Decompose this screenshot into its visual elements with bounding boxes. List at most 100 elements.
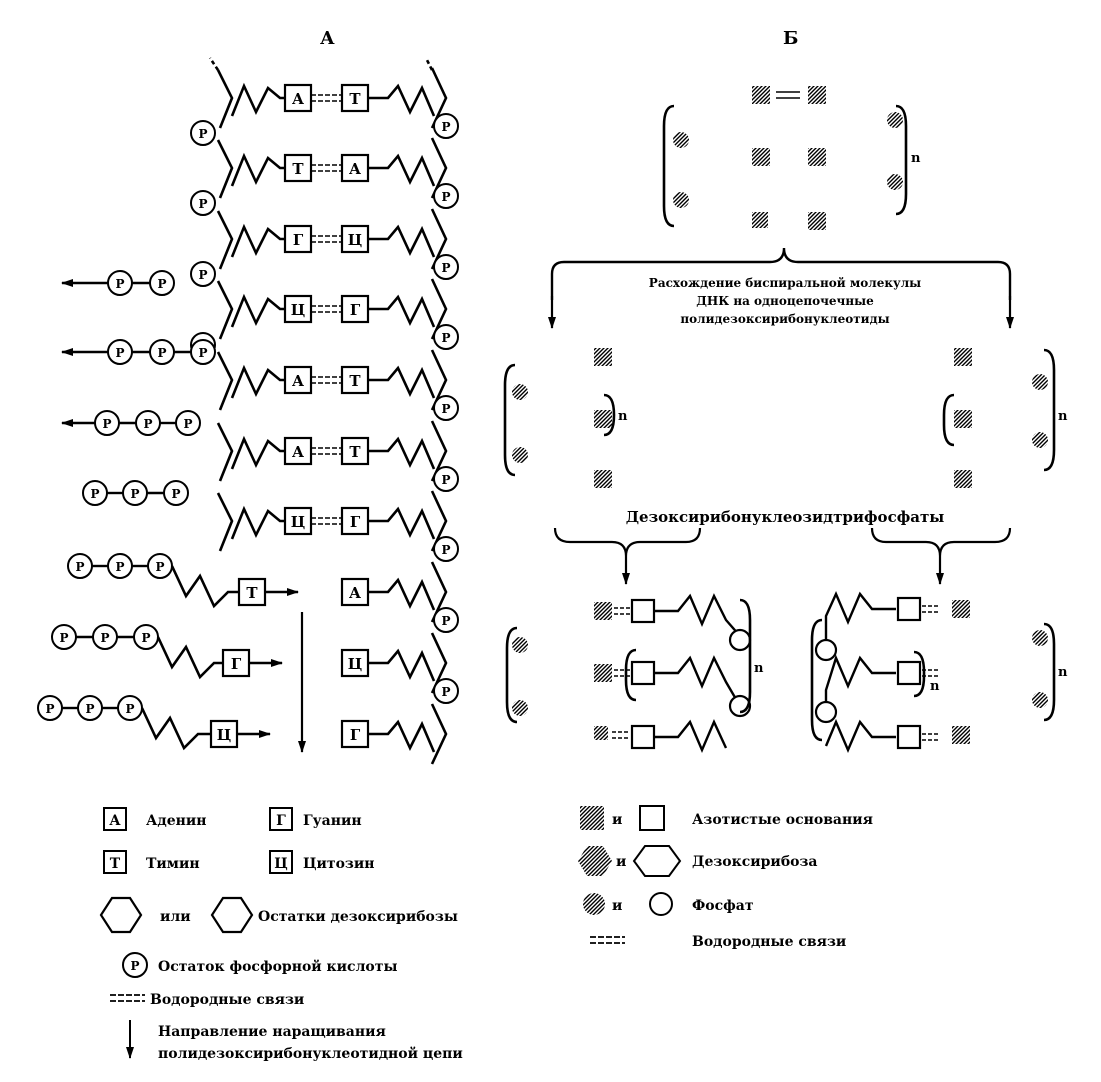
panel-a-title: А bbox=[320, 28, 335, 49]
base-letter: Т bbox=[292, 160, 304, 178]
hatched-phosphate bbox=[1032, 630, 1048, 646]
phosphate-symbol: Р bbox=[198, 268, 207, 282]
repeat-n: n bbox=[911, 151, 921, 166]
base-box bbox=[283, 506, 313, 536]
base-letter: Ц bbox=[217, 726, 232, 744]
base-letter: Ц bbox=[291, 513, 306, 531]
open-base-icon bbox=[639, 805, 665, 831]
sugar-residue bbox=[156, 636, 223, 680]
phosphate-symbol: Р bbox=[141, 631, 150, 645]
legend-direction-line-1: Направление наращивания bbox=[158, 1024, 386, 1040]
legend-b-bases: и Азотистые основания bbox=[580, 805, 873, 831]
legend-b-and-3: и bbox=[612, 898, 622, 914]
repeat-bracket bbox=[739, 598, 752, 714]
legend-b-phosphate: и Фосфат bbox=[583, 892, 754, 916]
phosphate-circle bbox=[175, 410, 201, 436]
open-phosphate bbox=[814, 638, 838, 662]
strand-end bbox=[208, 57, 220, 71]
phosphate-symbol: Р bbox=[143, 417, 152, 431]
hatched-base bbox=[952, 726, 970, 744]
repeat-bracket bbox=[503, 363, 516, 477]
phosphate-symbol: Р bbox=[198, 127, 207, 141]
phosphate-symbol: Р bbox=[171, 487, 180, 501]
nucleotide-base: А bbox=[283, 436, 313, 466]
base-box bbox=[340, 648, 370, 678]
phosphate-circle bbox=[149, 270, 175, 296]
hatched-hexagon-icon bbox=[578, 846, 612, 876]
sugar-residue bbox=[368, 153, 436, 187]
legend-adenine-label: Аденин bbox=[146, 813, 207, 829]
hatched-base bbox=[808, 86, 826, 104]
base-letter: А bbox=[292, 443, 305, 461]
phosphate-group: Р bbox=[94, 410, 120, 436]
phosphate-circle bbox=[433, 183, 459, 209]
hatched-phosphate bbox=[1032, 432, 1048, 448]
repeat-bracket bbox=[1043, 348, 1056, 472]
template-backbone bbox=[430, 703, 448, 765]
base-box bbox=[340, 577, 370, 607]
legend-a: А Аденин Г Гуанин Т Тимин Ц Цитозин или … bbox=[99, 807, 463, 1062]
phosphate-symbol: Р bbox=[100, 631, 109, 645]
repeat-n: n bbox=[618, 409, 628, 424]
nucleotide-base: Ц bbox=[209, 719, 239, 749]
nucleotide-base: Т bbox=[340, 83, 370, 113]
phosphate-group: Р bbox=[149, 339, 175, 365]
phosphate-circle bbox=[433, 678, 459, 704]
phosphate-group: Р bbox=[147, 553, 173, 579]
hatched-phosphate-icon bbox=[583, 893, 605, 915]
repeat-bracket bbox=[603, 393, 616, 437]
separation-brace bbox=[550, 247, 1012, 300]
hatched-phosphate bbox=[512, 447, 528, 463]
nucleotide-base: А bbox=[340, 153, 370, 183]
hatched-base bbox=[594, 664, 612, 682]
parent-backbone bbox=[216, 422, 234, 482]
phosphate-circle bbox=[190, 120, 216, 146]
strand-end bbox=[424, 57, 434, 71]
phosphate-circle bbox=[433, 395, 459, 421]
nucleotide-base: Ц bbox=[340, 224, 370, 254]
base-box bbox=[209, 719, 239, 749]
phosphate-symbol: Р bbox=[183, 417, 192, 431]
phosphate-group: Р bbox=[92, 624, 118, 650]
separation-line-2: ДНК на одноцепочечные bbox=[696, 294, 874, 308]
phosphate-group: Р bbox=[433, 536, 459, 562]
hatched-phosphate bbox=[887, 112, 903, 128]
hatched-base bbox=[952, 600, 970, 618]
sugar-hexagon-icon bbox=[99, 896, 143, 934]
sugar-residue bbox=[368, 719, 436, 753]
phosphate-symbol: Р bbox=[441, 543, 450, 557]
repeat-bracket bbox=[1043, 622, 1056, 722]
phosphate-group: Р bbox=[67, 553, 93, 579]
phosphate-symbol: Р bbox=[45, 702, 54, 716]
phosphate-symbol: Р bbox=[115, 346, 124, 360]
phosphate-symbol: Р bbox=[125, 702, 134, 716]
base-box bbox=[237, 577, 267, 607]
sugar-chain bbox=[654, 593, 741, 637]
sugar-residue bbox=[368, 577, 436, 611]
base-letter: Т bbox=[349, 90, 361, 108]
phosphate-symbol: Р bbox=[157, 277, 166, 291]
phosphate-symbol: Р bbox=[441, 685, 450, 699]
legend-hbonds-label: Водородные связи bbox=[150, 992, 304, 1008]
phosphate-group: Р bbox=[433, 607, 459, 633]
legend-or: или bbox=[160, 909, 191, 925]
phosphate-group: Р bbox=[433, 395, 459, 421]
open-phosphate bbox=[728, 628, 752, 652]
repeat-bracket bbox=[913, 650, 926, 698]
phosphate-symbol: Р bbox=[441, 473, 450, 487]
hatched-base bbox=[808, 212, 826, 230]
phosphate-group: Р bbox=[107, 339, 133, 365]
nucleotide-base: Ц bbox=[340, 648, 370, 678]
phosphate-symbol: Р bbox=[130, 487, 139, 501]
nucleotide-base: Г bbox=[340, 506, 370, 536]
legend-b-bases-label: Азотистые основания bbox=[692, 812, 873, 828]
nucleotide-base: Т bbox=[340, 365, 370, 395]
repeat-n: n bbox=[930, 679, 940, 694]
hatched-phosphate bbox=[1032, 692, 1048, 708]
phosphate-group: Р bbox=[163, 480, 189, 506]
sugar-chain bbox=[654, 655, 742, 707]
legend-direction: Направление наращивания полидезоксирибон… bbox=[126, 1020, 463, 1062]
legend-b-hbonds: Водородные связи bbox=[590, 934, 846, 950]
phosphate-symbol: Р bbox=[441, 261, 450, 275]
